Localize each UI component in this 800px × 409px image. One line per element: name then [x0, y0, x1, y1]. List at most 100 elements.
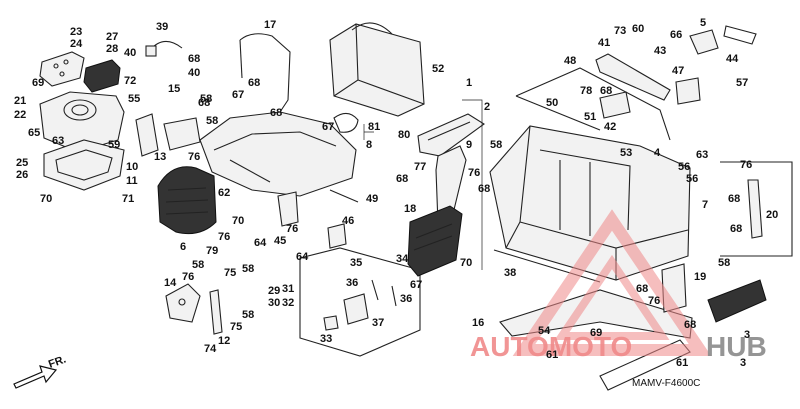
callout-label-l14: 14 — [164, 277, 177, 289]
part-lock-set-box — [299, 247, 421, 357]
callout-label-l21: 21 — [14, 95, 26, 107]
callout-label-l68h: 68 — [728, 193, 740, 205]
callout-label-l75a: 75 — [224, 267, 236, 279]
callout-label-l28: 28 — [106, 43, 118, 55]
callout-label-l25: 25 — [16, 157, 28, 169]
callout-label-l68f: 68 — [478, 183, 490, 195]
part-hinge-14 — [165, 283, 201, 323]
callout-label-l8: 8 — [366, 139, 372, 151]
callout-label-l32: 32 — [282, 297, 294, 309]
callout-label-l64b: 64 — [296, 251, 309, 263]
callout-label-l81: 81 — [368, 121, 380, 133]
callout-label-l4: 4 — [654, 147, 661, 159]
callout-label-l36b: 36 — [400, 293, 412, 305]
callout-label-l48: 48 — [564, 55, 576, 67]
callout-label-l12: 12 — [218, 335, 230, 347]
callout-label-l24: 24 — [70, 38, 83, 50]
callout-label-l74: 74 — [204, 343, 217, 355]
callout-label-l68c: 68 — [198, 97, 210, 109]
callout-label-l40b: 40 — [188, 67, 200, 79]
callout-label-l68j: 68 — [636, 283, 648, 295]
part-rod-38 — [493, 249, 601, 283]
callout-label-l68b: 68 — [248, 77, 260, 89]
part-cover-23-24 — [39, 51, 85, 87]
callout-label-l61b: 61 — [676, 357, 688, 369]
watermark — [512, 209, 712, 356]
callout-label-l41: 41 — [598, 37, 610, 49]
callout-label-l73: 73 — [614, 25, 626, 37]
callout-label-l52: 52 — [432, 63, 444, 75]
callout-label-l68i: 68 — [730, 223, 742, 235]
callout-label-l58b: 58 — [206, 115, 218, 127]
part-light-18 — [407, 205, 463, 277]
callout-label-l68e: 68 — [396, 173, 408, 185]
callout-label-l58e: 58 — [242, 309, 254, 321]
part-tray-25-26 — [43, 139, 125, 191]
callout-label-l55: 55 — [128, 93, 140, 105]
callout-label-l58g: 58 — [718, 257, 730, 269]
callout-label-l42: 42 — [604, 121, 616, 133]
callout-label-l47: 47 — [672, 65, 684, 77]
callout-label-l3b: 3 — [740, 357, 746, 369]
callout-label-l57: 57 — [736, 77, 748, 89]
callout-label-l18: 18 — [404, 203, 416, 215]
callout-label-l67b: 67 — [322, 121, 334, 133]
callout-label-l67a: 67 — [232, 89, 244, 101]
callout-label-l69a: 69 — [32, 77, 44, 89]
callout-label-l38: 38 — [504, 267, 516, 279]
callout-label-l70c: 70 — [460, 257, 472, 269]
callout-label-l20: 20 — [766, 209, 778, 221]
callout-label-l54: 54 — [538, 325, 551, 337]
part-seal-48 — [515, 67, 671, 141]
callout-label-l61a: 61 — [546, 349, 558, 361]
callout-label-l39: 39 — [156, 21, 168, 33]
callout-label-l9: 9 — [466, 139, 472, 151]
callout-label-l76a: 76 — [188, 151, 200, 163]
callout-label-l68a: 68 — [188, 53, 200, 65]
direction-label: FR. — [47, 353, 68, 370]
watermark-text-end: HUB — [706, 331, 767, 362]
part-backrest-6 — [157, 166, 217, 235]
callout-label-l35: 35 — [350, 257, 362, 269]
part-cap-27-28 — [83, 59, 121, 93]
callout-label-l56a: 56 — [678, 161, 690, 173]
callout-label-l76f: 76 — [740, 159, 752, 171]
part-seal-81 — [333, 112, 359, 133]
callout-label-l68g: 68 — [600, 85, 612, 97]
part-hinge-41 — [595, 53, 671, 101]
callout-label-l79: 79 — [206, 245, 218, 257]
part-tail-light-1 — [417, 113, 485, 157]
callout-label-l43: 43 — [654, 45, 666, 57]
callout-label-l31: 31 — [282, 283, 294, 295]
callout-label-l3a: 3 — [744, 329, 750, 341]
part-strap-49 — [329, 189, 359, 203]
diagram-code: MAMV-F4600C — [632, 378, 700, 389]
callout-label-l68d: 68 — [270, 107, 282, 119]
callout-label-l67c: 67 — [410, 279, 422, 291]
callout-label-l36a: 36 — [346, 277, 358, 289]
part-hinge-39 — [145, 40, 183, 57]
callout-label-l23: 23 — [70, 26, 82, 38]
callout-label-l80: 80 — [398, 129, 410, 141]
callout-label-l76g: 76 — [648, 295, 660, 307]
callout-label-l66: 66 — [670, 29, 682, 41]
part-bracket-10-11-13 — [135, 113, 201, 157]
callout-label-l69b: 69 — [590, 327, 602, 339]
callout-label-l76b: 76 — [218, 231, 230, 243]
callout-label-l11: 11 — [126, 175, 138, 187]
callout-label-l60: 60 — [632, 23, 644, 35]
callout-label-l63a: 63 — [52, 135, 64, 147]
part-lock-43-44 — [675, 25, 757, 105]
callout-label-l76e: 76 — [468, 167, 480, 179]
callout-label-l71: 71 — [122, 193, 134, 205]
callout-label-l15: 15 — [168, 83, 180, 95]
callout-label-l22: 22 — [14, 109, 26, 121]
callout-label-l33: 33 — [320, 333, 332, 345]
callout-label-l64a: 64 — [254, 237, 267, 249]
callout-label-l65: 65 — [28, 127, 40, 139]
callout-label-l27: 27 — [106, 31, 118, 43]
callout-label-l29: 29 — [268, 285, 280, 297]
callout-label-l58c: 58 — [192, 259, 204, 271]
